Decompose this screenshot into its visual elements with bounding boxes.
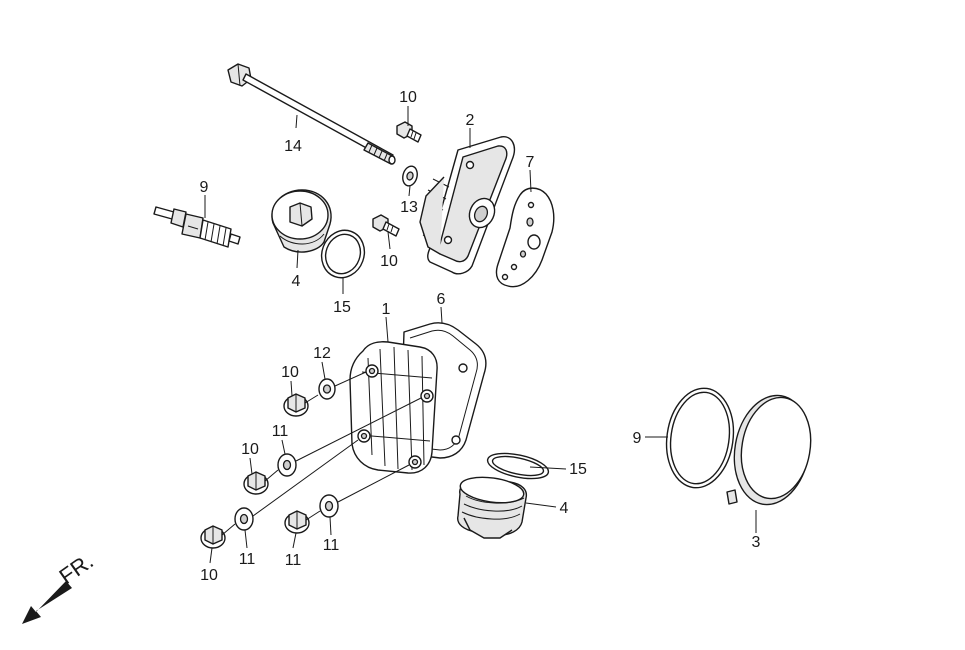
assembly-lines <box>221 371 422 536</box>
small-bolt-upper <box>396 121 422 143</box>
callout-3: 3 <box>752 534 761 551</box>
o-ring-upper <box>320 229 366 279</box>
washer-12 <box>318 378 336 400</box>
callout-8: 9 <box>200 179 209 196</box>
finned-cover <box>419 136 516 275</box>
callout-6: 7 <box>526 154 535 171</box>
front-direction-indicator: FR. <box>22 548 98 624</box>
callout-7: 9 <box>633 430 642 447</box>
flange-nut-10-a <box>283 393 309 417</box>
front-label: FR. <box>55 548 98 589</box>
callout-10-a: 10 <box>281 364 299 381</box>
long-stud-bolt <box>227 63 396 165</box>
callout-15-upper: 15 <box>333 299 351 316</box>
washer-11-a <box>277 453 297 477</box>
washer-13 <box>402 165 418 187</box>
plug-cap-upper <box>271 189 332 253</box>
flange-nut-10-b <box>243 471 269 495</box>
spark-plug <box>153 206 241 248</box>
callout-13: 13 <box>400 199 418 216</box>
callout-11-a: 11 <box>272 423 289 440</box>
callout-4-lower: 4 <box>560 500 569 517</box>
front-arrow-icon <box>22 581 72 624</box>
round-cover <box>726 394 812 506</box>
callout-10-d: 11 <box>285 552 302 569</box>
callout-12: 12 <box>313 345 331 362</box>
callout-leaders <box>204 106 757 564</box>
o-ring-large <box>665 387 735 489</box>
small-bolt-lower <box>372 214 400 237</box>
flange-nut-10-d <box>284 510 310 534</box>
callout-4-upper: 4 <box>292 273 301 290</box>
callout-14: 14 <box>284 138 302 155</box>
callout-11-c: 11 <box>323 537 340 554</box>
washer-11-c <box>319 494 339 518</box>
o-ring-lower <box>486 452 550 480</box>
callout-9-lower: 10 <box>380 253 398 270</box>
washer-11-b <box>234 507 254 531</box>
plug-cap-lower <box>457 476 528 539</box>
plate-gasket <box>495 187 555 288</box>
callout-labels: 14 9 4 15 10 13 10 2 7 1 6 12 10 11 10 1… <box>200 89 761 584</box>
callout-5: 6 <box>437 291 446 308</box>
callout-9-upper: 10 <box>399 89 417 106</box>
callout-11-b: 11 <box>239 551 256 568</box>
flange-nut-10-c <box>200 525 226 549</box>
callout-1: 1 <box>382 301 391 318</box>
callout-10-b: 10 <box>241 441 259 458</box>
cylinder-head-cover <box>349 341 468 474</box>
callout-10-c: 10 <box>200 567 218 584</box>
callout-15-lower: 15 <box>569 461 587 478</box>
callout-2: 2 <box>466 112 475 129</box>
